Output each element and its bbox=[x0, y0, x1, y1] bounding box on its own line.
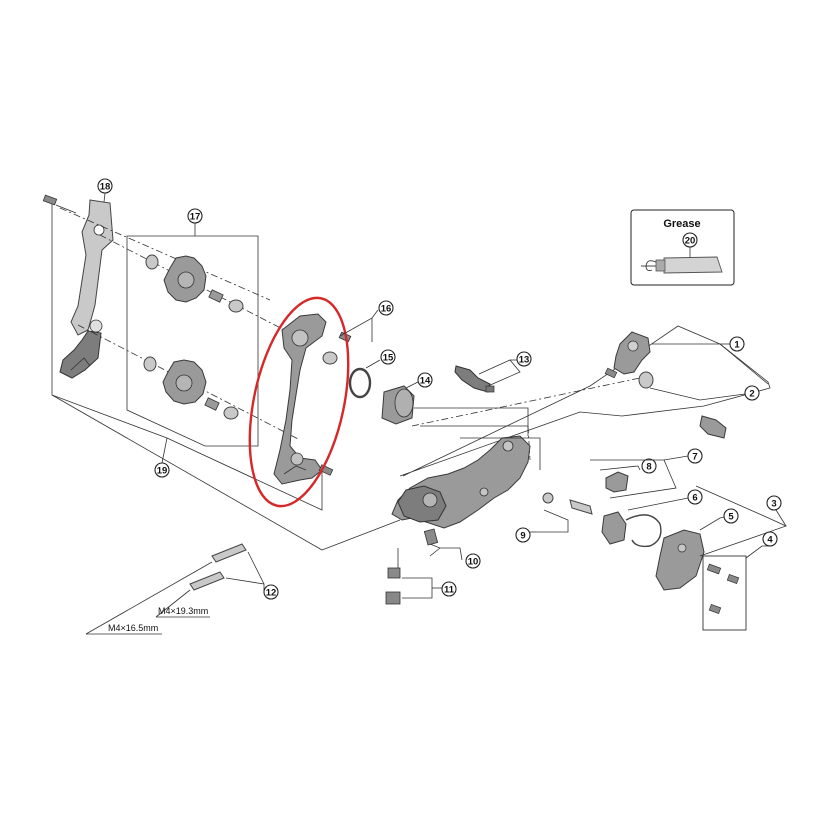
stroke-bolt-part bbox=[423, 528, 439, 546]
grease-box: Grease 20 bbox=[630, 209, 735, 286]
dimension-short-screw: M4×19.3mm bbox=[158, 606, 208, 616]
outer-cage-plate-part bbox=[42, 194, 114, 379]
callout-14-label: 14 bbox=[420, 376, 431, 387]
inner-cage-plate-part bbox=[273, 313, 352, 485]
axle-bolt-set-part bbox=[189, 543, 247, 591]
control-unit-part bbox=[655, 529, 705, 591]
cover-part bbox=[601, 511, 662, 548]
callout-20-label: 20 bbox=[685, 236, 696, 247]
callout-16-label: 16 bbox=[381, 304, 392, 315]
grease-tube-icon bbox=[641, 256, 723, 274]
callout-17-label: 17 bbox=[190, 212, 201, 223]
callout-6-label: 6 bbox=[692, 493, 697, 504]
callout-7-label: 7 bbox=[692, 452, 697, 463]
callout-15-label: 15 bbox=[383, 353, 394, 364]
b-tension-ring-part bbox=[348, 367, 372, 399]
callout-13-label: 13 bbox=[519, 355, 530, 366]
callout-4-box bbox=[702, 555, 747, 631]
cable-adjuster-part bbox=[605, 471, 629, 493]
callout-9-label: 9 bbox=[520, 531, 525, 542]
callout-19-label: 19 bbox=[157, 466, 168, 477]
clutch-unit-part bbox=[381, 385, 415, 425]
b-axle-bolt-part bbox=[699, 415, 727, 439]
callout-4-label: 4 bbox=[767, 535, 773, 546]
callout-12-label: 12 bbox=[266, 588, 277, 599]
callout-3-label: 3 bbox=[771, 499, 776, 510]
dimension-long-screw: M4×16.5mm bbox=[108, 623, 158, 633]
callout-5-label: 5 bbox=[728, 512, 734, 523]
red-highlight-ellipse bbox=[248, 296, 350, 508]
callout-1-label: 1 bbox=[734, 340, 740, 351]
callout-11-label: 11 bbox=[444, 585, 455, 596]
callout-17-bracket bbox=[126, 223, 259, 447]
adjust-lever-part bbox=[454, 365, 495, 393]
main-body-part bbox=[391, 435, 531, 529]
callout-10-label: 10 bbox=[468, 557, 479, 568]
b-axle-unit-part bbox=[604, 331, 654, 389]
callout-2-label: 2 bbox=[749, 389, 754, 400]
lower-tension-pulley-part bbox=[143, 356, 239, 420]
callout-8-label: 8 bbox=[646, 462, 651, 473]
grease-title: Grease bbox=[663, 218, 700, 230]
callout-18-label: 18 bbox=[100, 182, 111, 193]
adjust-bolt-part bbox=[542, 492, 593, 515]
fixing-bolt-part bbox=[385, 548, 401, 605]
upper-guide-pulley-part bbox=[145, 254, 244, 313]
